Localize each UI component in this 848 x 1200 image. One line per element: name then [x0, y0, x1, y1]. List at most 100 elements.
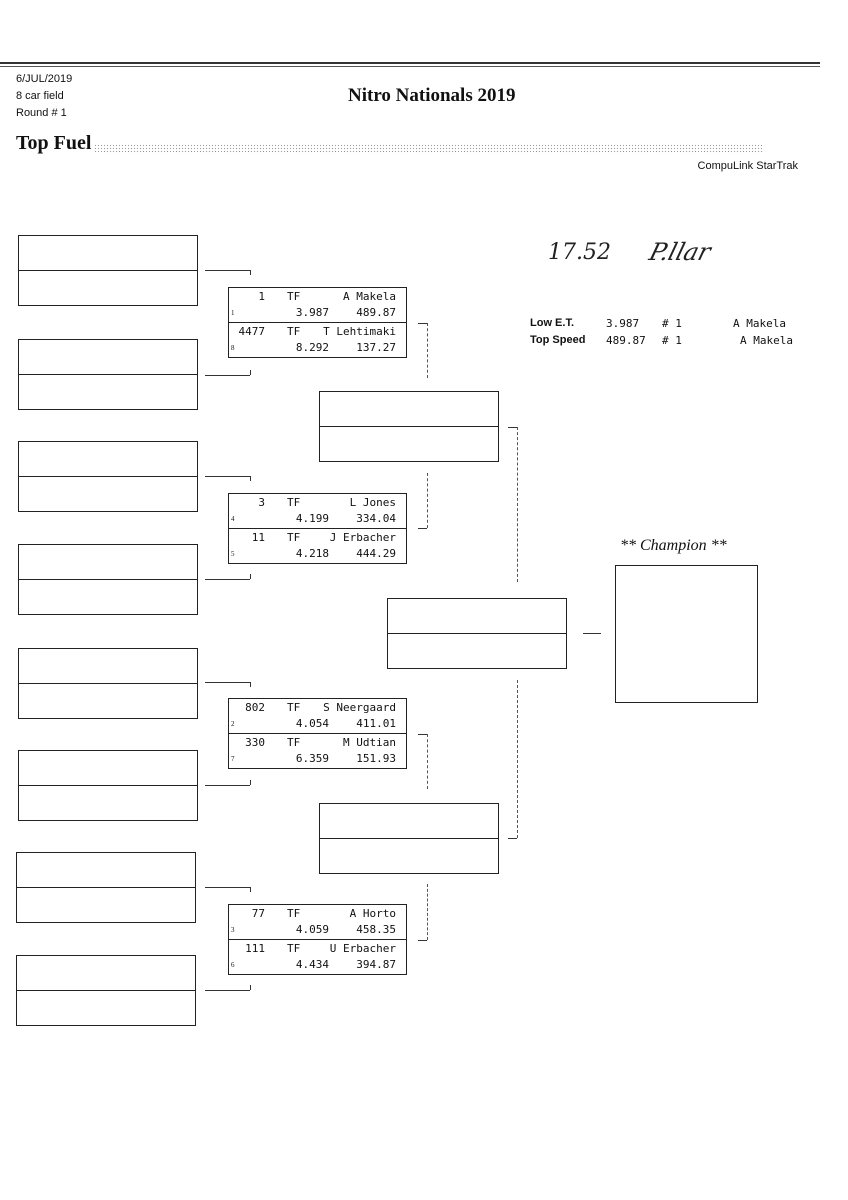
dotted-fill [94, 144, 762, 154]
elapsed-time: 4.054 [295, 717, 329, 730]
seed: 4 [231, 515, 235, 523]
connector [250, 476, 251, 481]
car-class: TF [287, 496, 301, 509]
elapsed-time: 6.359 [295, 752, 329, 765]
elapsed-time: 4.059 [295, 923, 329, 936]
semifinal-slot [319, 803, 499, 874]
car-class: TF [287, 942, 301, 955]
connector [250, 270, 251, 275]
final-slot [387, 598, 567, 669]
event-title: Nitro Nationals 2019 [348, 85, 516, 106]
car-class: TF [287, 325, 301, 338]
car-row: 802 TF S Neergaard 2 4.054 411.01 [229, 699, 406, 733]
low-et-num: # 1 [662, 317, 682, 330]
header-rule [0, 66, 820, 67]
car-class: TF [287, 907, 301, 920]
car-row: 111 TF U Erbacher 6 4.434 394.87 [229, 939, 406, 974]
empty-slot [18, 441, 198, 512]
date: 6/JUL/2019 [16, 73, 73, 85]
top-speed-driver: A Makela [740, 334, 793, 347]
driver-name: J Erbacher [329, 531, 396, 544]
speed: 151.93 [356, 752, 396, 765]
speed: 489.87 [356, 306, 396, 319]
connector [205, 375, 250, 376]
seed: 1 [231, 309, 235, 317]
seed: 8 [231, 344, 235, 352]
connector [205, 476, 250, 477]
car-class: TF [287, 701, 301, 714]
connector [418, 940, 427, 941]
connector [250, 985, 251, 990]
car-class: TF [287, 736, 301, 749]
car-number: 330 [245, 736, 265, 749]
connector [427, 884, 428, 940]
car-class: TF [287, 531, 301, 544]
signature: P.llar [646, 238, 714, 266]
speed: 394.87 [356, 958, 396, 971]
speed: 458.35 [356, 923, 396, 936]
connector [583, 633, 601, 634]
empty-slot [18, 339, 198, 410]
connector [427, 734, 428, 789]
speed: 137.27 [356, 341, 396, 354]
driver-name: A Makela [343, 290, 396, 303]
empty-slot [18, 235, 198, 306]
speed: 411.01 [356, 717, 396, 730]
connector [205, 990, 250, 991]
car-class: TF [287, 290, 301, 303]
empty-slot [18, 648, 198, 719]
handwritten-note: 17.52 [548, 240, 611, 265]
driver-name: S Neergaard [323, 701, 396, 714]
seed: 7 [231, 755, 235, 763]
connector [205, 785, 250, 786]
low-et-value: 3.987 [606, 317, 640, 330]
connector [508, 427, 517, 428]
top-speed-num: # 1 [662, 334, 682, 347]
connector [250, 574, 251, 579]
semifinal-slot [319, 391, 499, 462]
round: Round # 1 [16, 107, 67, 119]
elapsed-time: 4.434 [295, 958, 329, 971]
connector [250, 370, 251, 375]
elapsed-time: 4.218 [295, 547, 329, 560]
seed: 6 [231, 961, 235, 969]
connector [418, 528, 427, 529]
driver-name: T Lehtimaki [323, 325, 396, 338]
top-speed-value: 489.87 [606, 334, 646, 347]
top-speed-label: Top Speed [530, 334, 586, 346]
connector [250, 780, 251, 785]
empty-slot [18, 544, 198, 615]
driver-name: L Jones [349, 496, 396, 509]
connector [205, 682, 250, 683]
header-rule [0, 62, 820, 64]
car-number: 111 [245, 942, 265, 955]
connector [205, 887, 250, 888]
connector [508, 838, 517, 839]
empty-slot [16, 852, 196, 923]
connector [250, 682, 251, 687]
car-number: 11 [251, 531, 265, 544]
driver-name: U Erbacher [329, 942, 396, 955]
car-number: 802 [245, 701, 265, 714]
car-number: 77 [251, 907, 265, 920]
connector [517, 427, 518, 582]
speed: 444.29 [356, 547, 396, 560]
seed: 2 [231, 720, 235, 728]
champion-label: ** Champion ** [620, 537, 727, 554]
connector [427, 473, 428, 528]
car-number: 1 [258, 290, 265, 303]
elapsed-time: 4.199 [295, 512, 329, 525]
speed: 334.04 [356, 512, 396, 525]
elapsed-time: 8.292 [295, 341, 329, 354]
connector [205, 270, 250, 271]
